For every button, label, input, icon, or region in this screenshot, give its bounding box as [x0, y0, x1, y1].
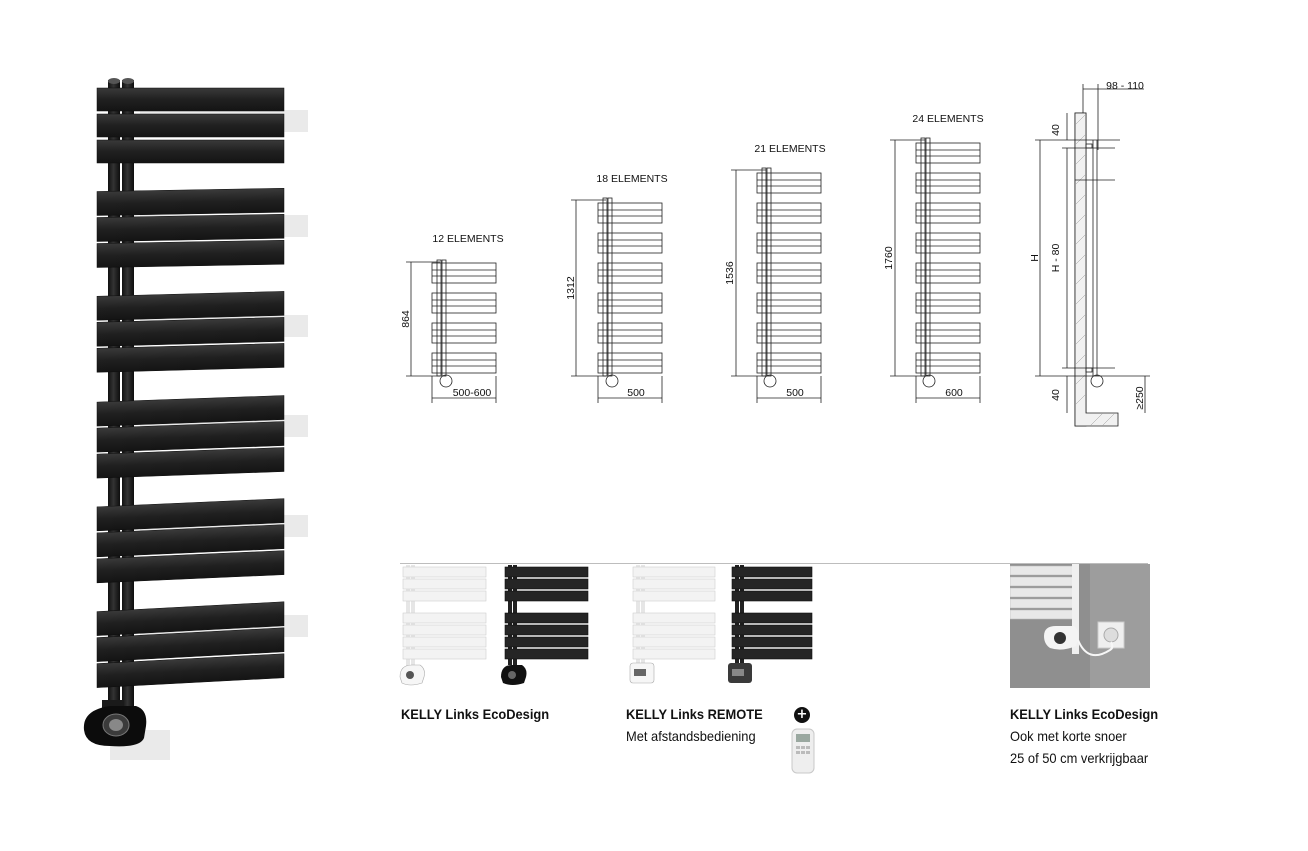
- variant-title-remote: KELLY Links REMOTE: [626, 706, 763, 722]
- top-gap-dimension: 40: [1050, 124, 1062, 136]
- diagram-label: 21 ELEMENTS: [754, 143, 825, 155]
- width-dimension: 500-600: [453, 387, 492, 399]
- variant-thumbnails-ecodesign: [399, 565, 589, 686]
- black-radiator-thumbnail: [728, 565, 813, 683]
- heating-element-icon: [83, 700, 147, 747]
- width-dimension: 500: [627, 387, 645, 399]
- divider: [400, 563, 1148, 564]
- height-dimension: 864: [400, 310, 412, 328]
- bottom-gap-dimension: 40: [1050, 389, 1062, 401]
- diagram-24-elements: [890, 137, 981, 403]
- diagram-18-elements: [571, 197, 663, 403]
- plus-icon: +: [794, 707, 810, 723]
- variant-thumbnails-remote: [629, 565, 813, 684]
- height-dimension: 1312: [565, 276, 577, 300]
- radiator-product-image: [83, 78, 308, 760]
- dimension-drawings: 12 ELEMENTS 18 ELEMENTS 21 ELEMENTS 24 E…: [400, 80, 1150, 427]
- height-dimension: 1760: [883, 246, 895, 270]
- variant-title-ecodesign: KELLY Links EcoDesign: [401, 706, 550, 722]
- side-view-drawing: [1035, 84, 1150, 427]
- height-dimension: 1536: [724, 261, 736, 285]
- variant-line-cord: Ook met korte snoer: [1010, 728, 1127, 744]
- inner-height-dimension: H - 80: [1050, 244, 1062, 273]
- remote-control-icon: [791, 728, 815, 774]
- white-radiator-thumbnail: [629, 565, 716, 684]
- height-H-dimension: H: [1029, 254, 1041, 262]
- diagram-label: 24 ELEMENTS: [912, 113, 983, 125]
- width-dimension: 500: [786, 387, 804, 399]
- variant-title-ecodesign-cord: KELLY Links EcoDesign: [1010, 706, 1159, 722]
- width-dimension: 600: [945, 387, 963, 399]
- diagram-12-elements: [406, 259, 497, 403]
- diagram-label: 12 ELEMENTS: [432, 233, 503, 245]
- plug-photo: [1010, 564, 1150, 688]
- white-radiator-thumbnail: [399, 565, 487, 686]
- depth-dimension: 98 - 110: [1106, 80, 1144, 92]
- diagram-21-elements: [731, 167, 822, 403]
- variant-subtitle-remote: Met afstandsbediening: [626, 728, 756, 744]
- black-radiator-thumbnail: [501, 565, 589, 685]
- floor-clearance-dimension: ≥250: [1134, 386, 1146, 409]
- diagram-label: 18 ELEMENTS: [596, 173, 667, 185]
- variant-line-availability: 25 of 50 cm verkrijgbaar: [1010, 750, 1149, 766]
